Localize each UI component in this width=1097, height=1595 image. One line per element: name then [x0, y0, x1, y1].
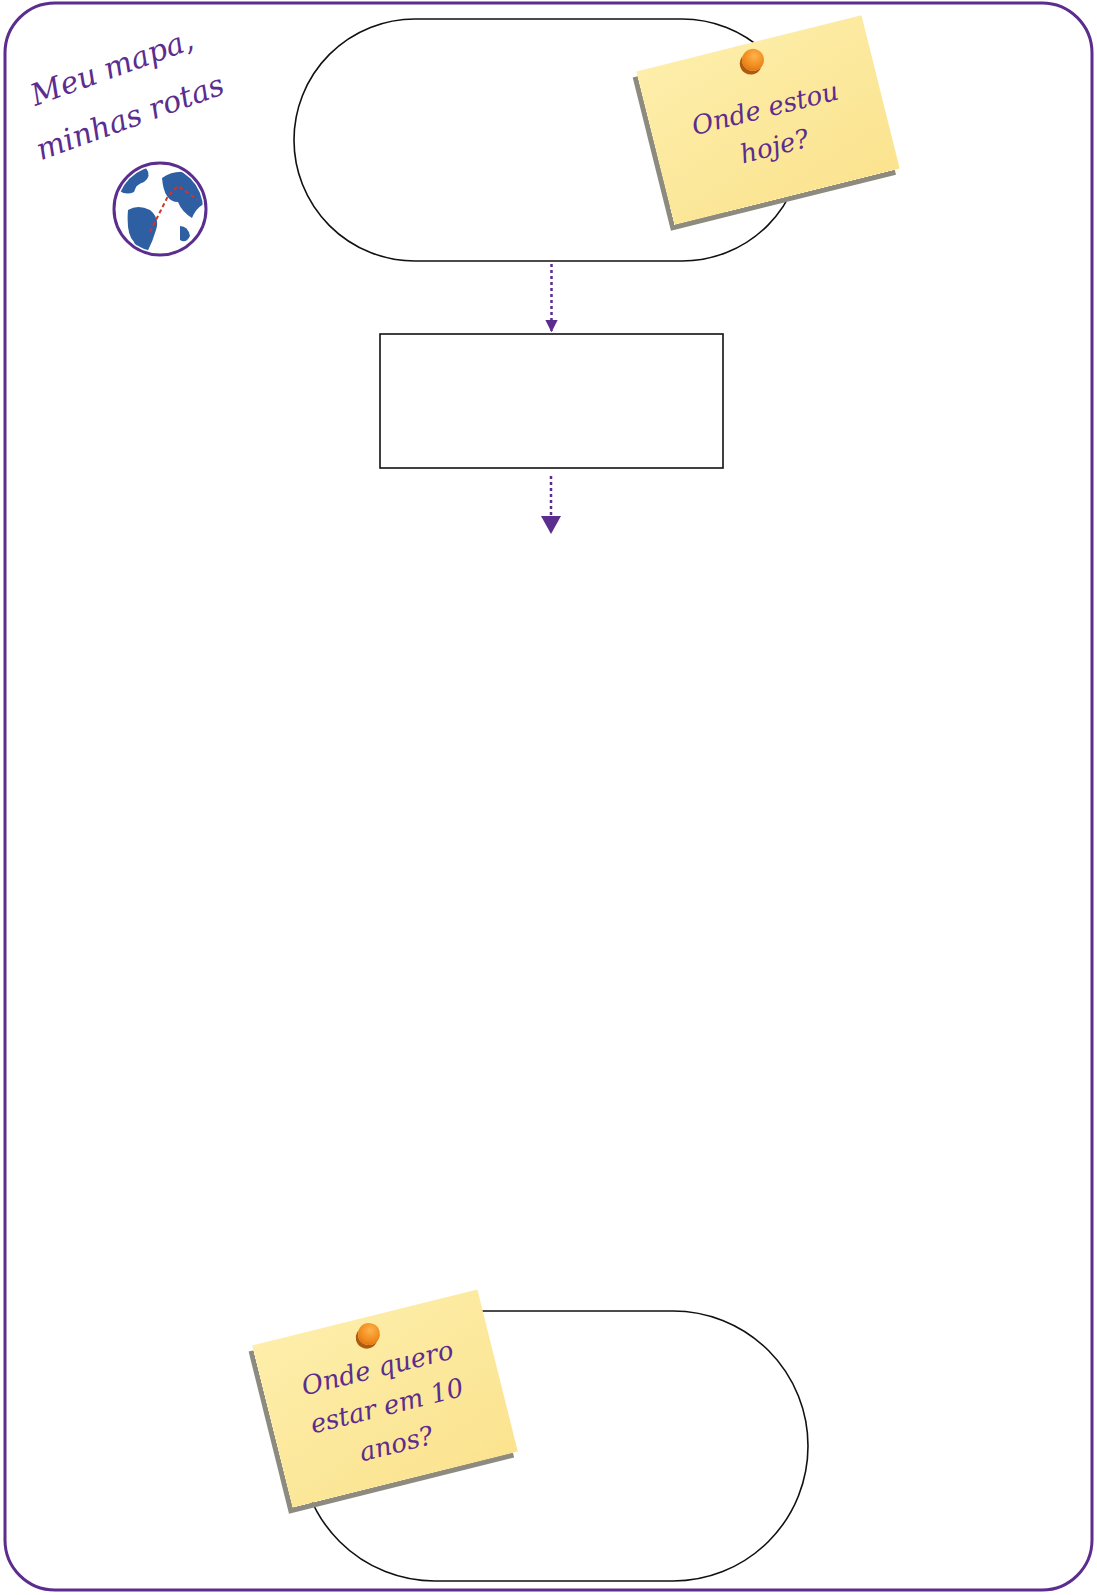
terminal-stadium: Onde quero estar em 10 anos? [299, 1310, 809, 1582]
push-pin [740, 47, 767, 74]
dangling-arrow [550, 476, 553, 518]
flow-arrow [550, 264, 553, 331]
note-text: Onde estou hoje? [663, 66, 876, 190]
terminal-stadium: Onde estou hoje? [293, 18, 804, 262]
process-box [379, 333, 724, 469]
globe-icon [114, 163, 206, 258]
page-border [5, 3, 1092, 1590]
node-outline [379, 333, 724, 469]
note-text: Onde quero estar em 10 anos? [276, 1325, 498, 1487]
push-pin [356, 1320, 383, 1347]
dangling-arrowhead [541, 516, 561, 534]
